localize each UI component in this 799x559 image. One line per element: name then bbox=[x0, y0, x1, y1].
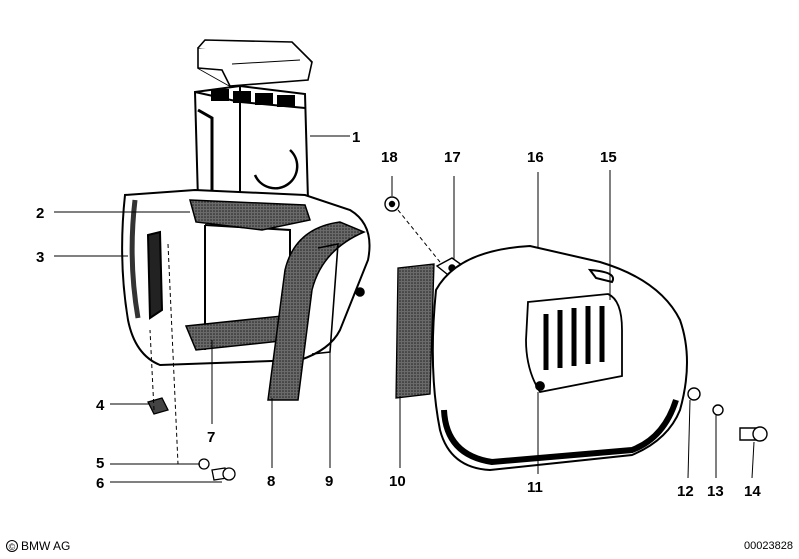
washer-part-3 bbox=[712, 404, 724, 416]
callout-11: 11 bbox=[527, 479, 543, 496]
callout-15: 15 bbox=[600, 149, 617, 166]
copyright-icon: © bbox=[6, 540, 18, 552]
strap bbox=[267, 221, 366, 401]
callout-12: 12 bbox=[677, 483, 694, 500]
leader-lines bbox=[54, 135, 755, 483]
copyright-text: BMW AG bbox=[21, 539, 71, 553]
bracket bbox=[311, 243, 365, 355]
battery-lid bbox=[197, 39, 313, 87]
document-id: 00023828 bbox=[744, 540, 793, 552]
callout-17: 17 bbox=[444, 149, 461, 166]
callout-5: 5 bbox=[96, 455, 104, 472]
callout-10: 10 bbox=[389, 473, 406, 490]
callout-1: 1 bbox=[352, 129, 360, 146]
copyright-notice: © BMW AG bbox=[6, 539, 70, 553]
grille bbox=[525, 293, 623, 394]
callout-4: 4 bbox=[96, 397, 105, 414]
rubber-pad bbox=[189, 199, 311, 231]
callout-2: 2 bbox=[36, 205, 44, 222]
screw-part bbox=[739, 426, 768, 442]
callout-3: 3 bbox=[36, 249, 44, 266]
washer-part-2 bbox=[687, 387, 701, 401]
washer-part bbox=[198, 458, 210, 470]
callout-7: 7 bbox=[207, 429, 215, 446]
callout-6: 6 bbox=[96, 475, 104, 492]
callout-14: 14 bbox=[744, 483, 761, 500]
bolt-part bbox=[211, 467, 236, 481]
callout-8: 8 bbox=[267, 473, 275, 490]
callouts: 1 2 3 4 5 6 7 8 9 10 11 12 13 14 15 16 1… bbox=[36, 129, 761, 500]
battery bbox=[193, 84, 310, 214]
foam-strip bbox=[395, 263, 435, 399]
callout-9: 9 bbox=[325, 473, 333, 490]
nut-part bbox=[384, 196, 400, 212]
callout-16: 16 bbox=[527, 149, 544, 166]
clip-part bbox=[147, 397, 169, 415]
callout-18: 18 bbox=[381, 149, 398, 166]
callout-13: 13 bbox=[707, 483, 724, 500]
